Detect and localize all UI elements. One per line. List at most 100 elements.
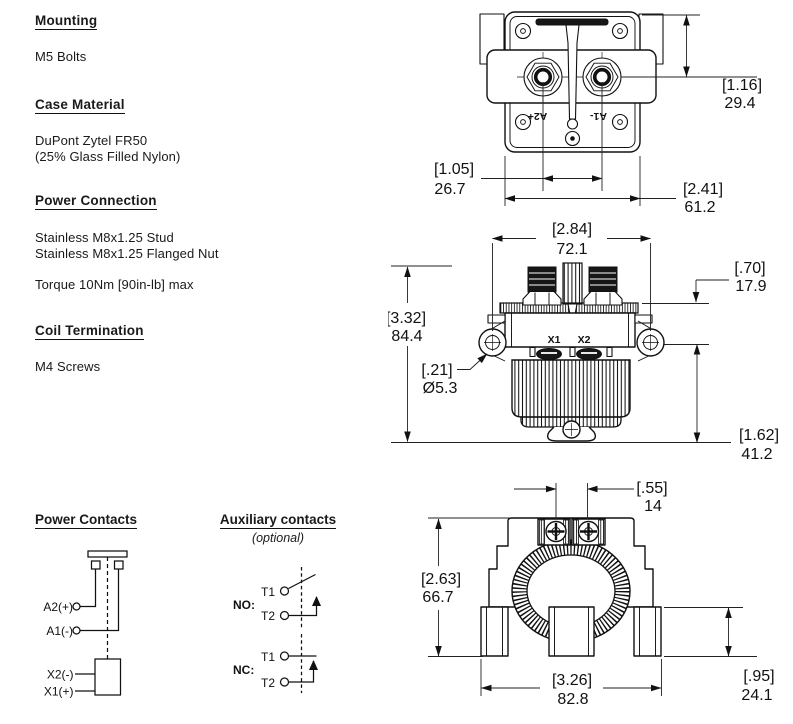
dim-side-foot-height: [.95] 24.1 [664,607,775,704]
top-view-plunger-tip [566,118,579,130]
top-view-bottom-hole-center [570,136,575,141]
front-view: X1 X2 [478,262,665,442]
dim-front-hole-dia: [.21] Ø5.3 [421,353,488,397]
coil-termination-heading-text: Coil Termination [35,323,144,340]
aux-contacts-schematic: NO: T1 T2 NC: T1 T2 [233,567,321,693]
coil-termination-body: M4 Screws [35,359,101,374]
aux-no-t1-label: T1 [261,585,275,599]
side-view-coil-screw-left [537,518,571,546]
top-view-stud-a2 [517,52,569,102]
side-view-dimensions: [.55] 14 [2.63] 66.7 [3.26] 82.8 [.95] [421,480,775,708]
front-view-housing [504,312,636,348]
side-view-coil-screw-right [571,518,606,546]
front-view-x1-label: X1 [548,334,561,346]
front-view-coil-body [511,359,631,418]
aux-contacts-subtitle: (optional) [251,531,305,545]
dim-front-lower-height-in: [1.62] [739,427,779,444]
front-view-left-tab [487,314,506,324]
dim-top-width-in: [2.41] [683,181,723,198]
terminal-x2-label: X2(-) [47,668,74,682]
front-view-x2-label: X2 [578,334,591,346]
dim-top-stud-spacing: [1.05] 26.7 [434,82,603,198]
power-contacts-heading: Power Contacts [35,512,138,529]
dim-front-stud-height: [.70] 17.9 [642,260,767,304]
aux-nc-t2-label: T2 [261,676,275,690]
top-view-corner-screws [514,22,629,131]
power-connection-body: Stainless M8x1.25 Stud Stainless M8x1.25… [35,230,219,262]
aux-no-t2-terminal [279,610,290,621]
front-view-bottom-tab-crosshair [565,423,578,436]
dim-side-terminal-spacing: [.55] 14 [514,480,668,519]
aux-no-t2-label: T2 [261,609,275,623]
dim-side-height-in: [2.63] [421,571,461,588]
mounting-heading-text: Mounting [35,13,98,30]
power-connection-line1: Stainless M8x1.25 Stud [35,230,174,245]
aux-nc-t2-terminal [279,677,290,687]
aux-contacts-heading: Auxiliary contacts [218,512,338,529]
dim-side-foot-height-in: [.95] [743,668,774,685]
case-material-heading: Case Material [35,97,125,114]
dim-side-width: [3.26] 82.8 [480,659,662,708]
dim-front-mount-spacing: [2.84] 72.1 [492,221,651,331]
dimension-drawing: A2+ A1- [1.16] 29.4 [1.05] 26.7 [2.41] 6… [388,11,779,708]
terminal-x1-label: X1(+) [44,685,74,699]
front-view-stud-right [583,266,623,306]
aux-nc-t1-label: T1 [261,650,275,664]
dim-side-width-mm: 82.8 [557,691,588,708]
case-material-line1: DuPont Zytel FR50 [35,133,148,148]
terminal-a2-wire [80,569,97,608]
power-contacts-schematic: A2(+) A1(-) X2(-) X1(+) [43,550,128,699]
top-view-dimensions: [1.16] 29.4 [1.05] 26.7 [2.41] 61.2 [434,14,762,216]
dim-top-height-in: [1.16] [722,77,762,94]
dim-front-overall-height-in: [3.32] [388,310,426,327]
power-connection-heading: Power Connection [35,193,157,210]
top-view-a2-label: A2+ [528,110,548,122]
dim-top-height: [1.16] 29.4 [621,14,762,112]
dim-front-lower-height-mm: 41.2 [741,446,772,463]
top-view: A2+ A1- [479,11,664,153]
front-view-housing-seams [511,313,629,347]
aux-contacts-header: Auxiliary contacts (optional) [218,512,338,545]
mounting-body: M5 Bolts [35,49,87,64]
terminal-a1-circle [72,626,81,635]
top-view-plunger [565,24,580,120]
dim-top-stud-spacing-in: [1.05] [434,161,474,178]
dim-front-hole-dia-in: [.21] [421,362,452,379]
coil-box [94,658,122,696]
front-view-right-ear [636,320,665,362]
power-connection-torque: Torque 10Nm [90in-lb] max [35,277,194,292]
dim-top-width-mm: 61.2 [684,199,715,216]
side-view [480,517,662,657]
power-connection-line2: Stainless M8x1.25 Flanged Nut [35,246,219,261]
terminal-a2-circle [72,602,81,611]
dim-front-mount-spacing-mm: 72.1 [556,241,587,258]
power-contact-symbol: A2(+) A1(-) X2(-) X1(+) [43,550,128,699]
top-view-stud-a1 [576,52,628,102]
terminal-a1-label: A1(-) [46,624,73,638]
dim-front-lower-height: [1.62] 41.2 [663,344,779,463]
case-material-body: DuPont Zytel FR50 (25% Glass Filled Nylo… [35,133,180,165]
front-view-plunger [562,262,583,305]
top-view-slot [535,18,609,26]
dim-top-height-mm: 29.4 [724,95,755,112]
case-material-line2: (25% Glass Filled Nylon) [35,149,181,164]
dim-front-stud-height-mm: 17.9 [735,278,766,295]
dim-front-stud-height-in: [.70] [734,260,765,277]
side-view-feet [480,606,662,657]
top-view-a1-label: A1- [590,110,607,122]
power-connection-heading-text: Power Connection [35,193,157,210]
aux-nc-label: NC: [233,663,254,677]
dim-side-height-mm: 66.7 [422,589,453,606]
dim-top-stud-spacing-mm: 26.7 [434,181,465,198]
case-material-heading-text: Case Material [35,97,125,114]
dim-side-terminal-spacing-mm: 14 [644,498,662,515]
dim-front-hole-dia-mm: Ø5.3 [423,380,458,397]
contact-bridge [87,550,128,558]
front-view-stud-left [522,266,562,306]
aux-contacts-heading-text: Auxiliary contacts [219,512,337,529]
front-view-coil-terminals [529,346,613,360]
dim-side-foot-height-mm: 24.1 [741,687,772,704]
dim-front-mount-spacing-in: [2.84] [552,221,592,238]
aux-no-label: NO: [233,598,255,612]
aux-no-t1-terminal [279,586,290,596]
